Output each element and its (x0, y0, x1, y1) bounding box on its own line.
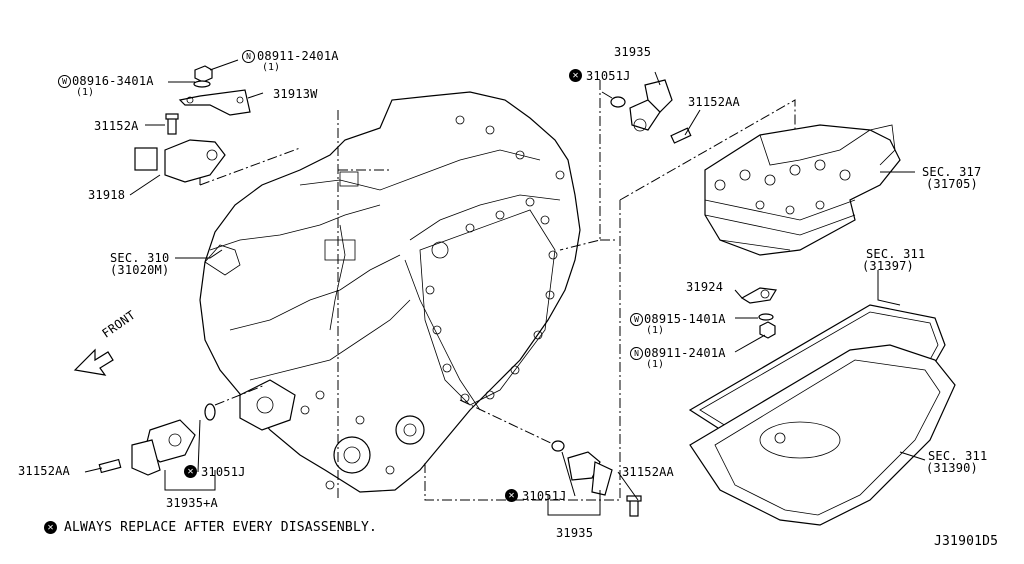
oil-pan-drawing (689, 344, 956, 526)
sensor-31935-bottom-drawing (551, 440, 642, 517)
part-31935-bottom: 31935 (556, 526, 594, 540)
part-31152aa-bottom: 31152AA (622, 465, 674, 479)
part-31152aa-top: 31152AA (688, 95, 740, 109)
part-sec317: SEC. 317 (922, 165, 982, 179)
w-mark-icon: W (58, 75, 71, 88)
part-08916: 08916-3401A (72, 74, 154, 88)
part-08911-right-qty: (1) (646, 359, 665, 370)
replace-mark-icon: ✕ (184, 465, 197, 478)
sensor-31935-top-drawing (610, 79, 692, 144)
part-sec311-gasket: SEC. 311 (866, 247, 926, 261)
part-31051j-bottom: 31051J (522, 489, 567, 503)
replace-mark-icon: ✕ (505, 489, 518, 502)
front-arrow-drawing (73, 348, 114, 376)
part-08915: 08915-1401A (644, 312, 726, 326)
part-sec310: SEC. 310 (110, 251, 170, 265)
replace-mark-icon: ✕ (569, 69, 582, 82)
part-31913w: 31913W (273, 87, 318, 101)
footnote: ALWAYS REPLACE AFTER EVERY DISASSENBLY. (64, 520, 378, 535)
part-31152aa-left: 31152AA (18, 464, 70, 478)
part-sec311-gasket-sub: (31397) (862, 259, 914, 273)
part-sec317-sub: (31705) (926, 177, 978, 191)
transmission-case-drawing (199, 91, 581, 493)
n-mark-icon: N (242, 50, 255, 63)
replace-mark-icon: ✕ (44, 521, 57, 534)
part-08915-qty: (1) (646, 325, 665, 336)
part-31918: 31918 (88, 188, 126, 202)
n-mark-icon: N (630, 347, 643, 360)
small-parts-drawing (740, 287, 777, 339)
control-valve-drawing (704, 124, 901, 256)
part-31924: 31924 (686, 280, 724, 294)
diagram-id: J31901D5 (934, 534, 999, 549)
part-31152a: 31152A (94, 119, 139, 133)
part-31051j-top: 31051J (586, 69, 631, 83)
sensor-31918-drawing (134, 65, 251, 183)
part-08916-qty: (1) (76, 87, 95, 98)
part-31051j-left: 31051J (201, 465, 246, 479)
part-31935a: 31935+A (166, 496, 218, 510)
part-sec311-pan: SEC. 311 (928, 449, 988, 463)
part-sec310-sub: (31020M) (110, 263, 170, 277)
part-31935-top: 31935 (614, 45, 652, 59)
sensor-31935a-drawing (98, 403, 216, 476)
part-08911-top-qty: (1) (262, 62, 281, 73)
part-08911-right: 08911-2401A (644, 346, 726, 360)
part-sec311-pan-sub: (31390) (926, 461, 978, 475)
part-08911-top: 08911-2401A (257, 49, 339, 63)
w-mark-icon: W (630, 313, 643, 326)
